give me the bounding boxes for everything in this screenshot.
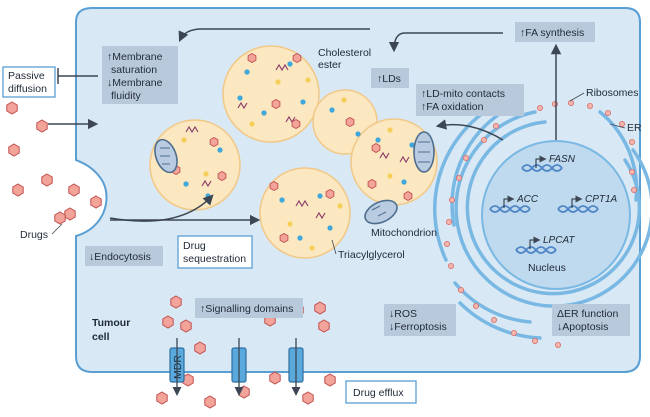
- gene-cpt1a: CPT1A: [585, 194, 618, 205]
- fa-synthesis-label: ↑FA synthesis: [520, 27, 584, 39]
- triacylglycerol-dots: [181, 77, 393, 251]
- nucleus-label: Nucleus: [528, 262, 566, 274]
- er-label: ER: [627, 122, 642, 134]
- tumour-cell-line-1: Tumour: [92, 317, 130, 329]
- cholesterol-ester-line-1: Cholesterol: [318, 47, 371, 59]
- mitochondrion-label: Mitochondrion: [371, 227, 437, 239]
- passive-diffusion-box: [2, 66, 56, 98]
- er-function-line-1: ΔER function: [557, 308, 618, 320]
- er-leader: [609, 123, 626, 129]
- tumour-cell-line-2: cell: [92, 331, 110, 343]
- gene-acc: ACC: [516, 194, 539, 205]
- gene-lpcat: LPCAT: [543, 235, 575, 246]
- cholesterol-ester-line-2: ester: [318, 59, 342, 71]
- lds-label: ↑LDs: [377, 73, 401, 85]
- endocytosis-box: [85, 246, 163, 266]
- drug-sequestration-line-1: Drug: [183, 240, 206, 252]
- membrane-box: [102, 46, 178, 104]
- fa-synthesis-box: [515, 22, 595, 42]
- membrane-line-1: ↑Membrane: [107, 51, 163, 63]
- drug-sequestration-line-2: sequestration: [183, 253, 246, 265]
- drug-sequestration-box: [177, 235, 253, 269]
- passive-diffusion-line-1: Passive: [8, 70, 45, 82]
- membrane-line-3: ↓Membrane: [107, 77, 163, 89]
- signalling-box: [195, 298, 303, 318]
- triacylglycerol-label: Triacylglycerol: [338, 249, 405, 261]
- ld-mito-line-1: ↑LD-mito contacts: [421, 88, 505, 100]
- gene-promoter-arrows: [503, 155, 583, 249]
- lipid-squiggles: [185, 63, 410, 220]
- ribosomes-leader: [569, 92, 585, 102]
- er-function-line-2: ↓Apoptosis: [557, 321, 608, 333]
- membrane-line-2: saturation: [111, 64, 157, 76]
- membrane-line-4: fluidity: [111, 90, 142, 102]
- triacylglycerol-leader: [331, 239, 337, 255]
- ld-mito-line-2: ↑FA oxidation: [421, 101, 484, 113]
- drug-efflux-label: Drug efflux: [353, 387, 404, 399]
- ros-line-1: ↓ROS: [389, 308, 417, 320]
- ribosomes-label: Ribosomes: [586, 87, 639, 99]
- passive-diffusion-line-2: diffusion: [8, 83, 47, 95]
- drugs-leader: [51, 223, 63, 235]
- ros-line-2: ↓Ferroptosis: [389, 321, 447, 333]
- endocytosis-label: ↓Endocytosis: [89, 251, 151, 263]
- signalling-label: ↑Signalling domains: [200, 303, 293, 315]
- efflux-arrows: [172, 338, 301, 396]
- ld-mito-box: [416, 84, 524, 116]
- gene-fasn: FASN: [549, 154, 576, 165]
- lds-box: [371, 68, 409, 88]
- dna-helices: [489, 164, 599, 254]
- pathway-arrows: [48, 28, 562, 226]
- ros-box: [384, 304, 456, 336]
- drug-efflux-box: [345, 380, 417, 404]
- er-function-box: [552, 304, 630, 336]
- mitochondria-cristae: [160, 141, 430, 217]
- mdr-label: MDR: [172, 355, 184, 379]
- drugs-label: Drugs: [20, 229, 48, 241]
